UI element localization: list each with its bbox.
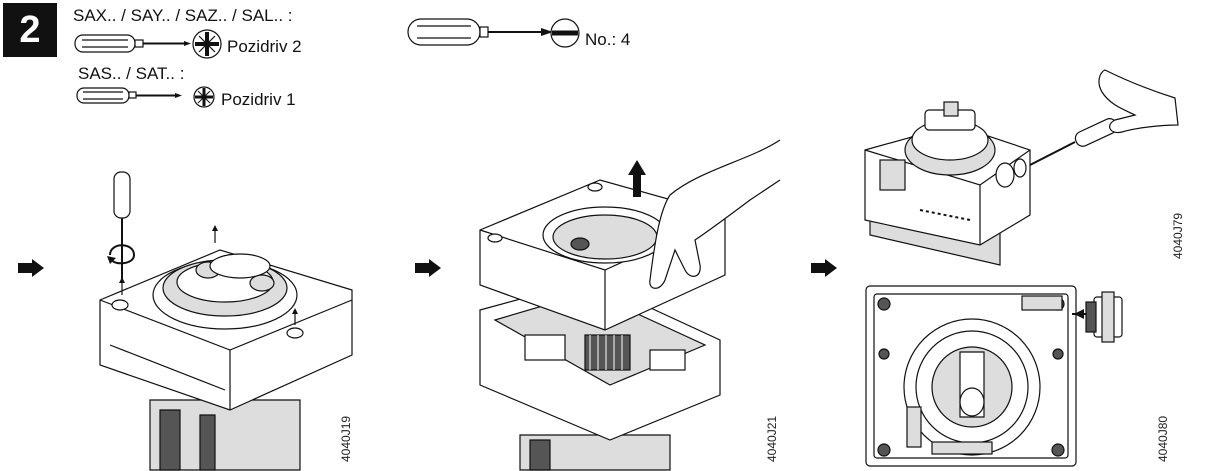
flat-slot-icon [550, 18, 580, 48]
screwdriver-icon [76, 87, 182, 104]
step-arrow-icon [18, 259, 44, 277]
bracket-detail-figure [864, 69, 1179, 266]
actuator-open-figure [479, 139, 781, 471]
tool-models-line1: SAX.. / SAY.. / SAZ.. / SAL.. : [73, 6, 293, 25]
flat-bit-label: No.: 4 [585, 30, 631, 49]
screwdriver-icon [407, 18, 553, 46]
figure-code-2: 4040J21 [765, 415, 779, 462]
rotate-arrow-icon [109, 244, 136, 265]
step-arrow-icon [415, 259, 441, 277]
tool-models-line2: SAS.. / SAT.. : [78, 64, 185, 83]
lift-arrow-icon [628, 160, 646, 197]
actuator-closed-figure [99, 171, 353, 471]
housing-top-view-figure [865, 285, 1123, 467]
pozidriv-icon [193, 86, 215, 108]
figure-code-4: 4040J80 [1156, 415, 1170, 462]
pozidriv-2-label: Pozidriv 2 [227, 37, 302, 56]
figure-code-1: 4040J19 [339, 415, 353, 462]
pozidriv-1-label: Pozidriv 1 [221, 90, 296, 109]
step-number-badge: 2 [3, 3, 57, 57]
step-arrow-icon [811, 259, 837, 277]
pozidriv-icon [192, 29, 222, 59]
screwdriver-icon [74, 34, 191, 53]
figure-code-3: 4040J79 [1171, 212, 1185, 259]
